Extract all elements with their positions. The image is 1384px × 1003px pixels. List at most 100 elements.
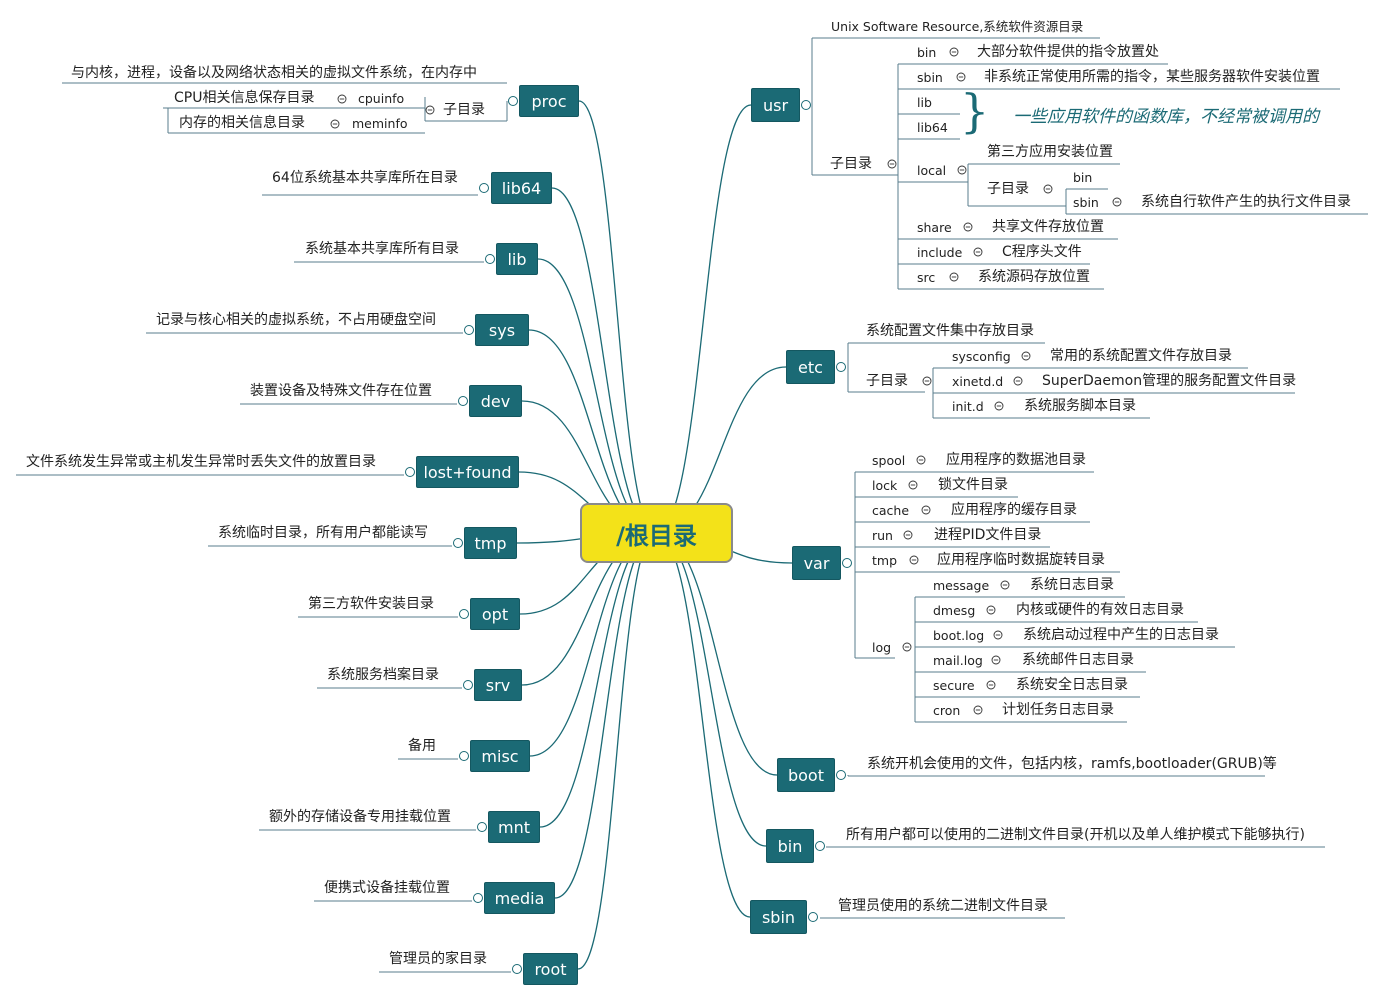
- node-var[interactable]: var: [792, 546, 841, 580]
- proc-meminfo-name: meminfo: [352, 116, 408, 131]
- log-cron-name: cron: [933, 703, 961, 718]
- log-message-desc: 系统日志目录: [1030, 577, 1114, 593]
- etc-sub-label: 子目录: [866, 373, 908, 389]
- node-lib64[interactable]: lib64: [491, 172, 552, 204]
- misc-desc: 备用: [408, 738, 436, 754]
- node-sbin[interactable]: sbin: [750, 900, 807, 934]
- var-spool-name: spool: [872, 453, 906, 468]
- log-maillog-name: mail.log: [933, 653, 983, 668]
- log-dmesg-desc: 内核或硬件的有效日志目录: [1016, 602, 1184, 618]
- bin-desc: 所有用户都可以使用的二进制文件目录(开机以及单人维护模式下能够执行): [846, 827, 1305, 843]
- usr-sbin-desc: 非系统正常使用所需的指令，某些服务器软件安装位置: [984, 69, 1320, 85]
- connector-9: [529, 532, 657, 757]
- usr-bin-name: bin: [917, 45, 937, 60]
- node-root-dir[interactable]: root: [523, 953, 578, 985]
- node-misc[interactable]: misc: [470, 740, 530, 772]
- proc-cpuinfo-desc: CPU相关信息保存目录: [174, 90, 315, 106]
- lib64-desc: 64位系统基本共享库所在目录: [272, 170, 458, 186]
- usr-sub-label: 子目录: [830, 156, 872, 172]
- collapse-toggle-icon: [473, 893, 483, 903]
- node-proc[interactable]: proc: [519, 85, 579, 117]
- collapse-toggle-icon: [815, 841, 825, 851]
- dev-desc: 装置设备及特殊文件存在位置: [250, 383, 432, 399]
- log-cron-desc: 计划任务日志目录: [1002, 702, 1114, 718]
- lib-desc: 系统基本共享库所有目录: [305, 241, 459, 257]
- tmp-desc: 系统临时目录，所有用户都能读写: [218, 525, 428, 541]
- collapse-toggle-icon: [459, 751, 469, 761]
- collapse-toggle-icon: [801, 100, 811, 110]
- var-log-name: log: [872, 640, 892, 655]
- log-secure-name: secure: [933, 678, 975, 693]
- collapse-toggle-icon: [808, 912, 818, 922]
- node-media[interactable]: media: [484, 882, 555, 914]
- var-run-name: run: [872, 528, 893, 543]
- usr-desc: Unix Software Resource,系统软件资源目录: [831, 19, 1084, 34]
- log-secure-desc: 系统安全日志目录: [1016, 677, 1128, 693]
- collapse-toggle-icon: [512, 964, 522, 974]
- collapse-toggle-icon: [463, 680, 473, 690]
- node-lost-found[interactable]: lost+found: [416, 456, 519, 488]
- etc-initd-name: init.d: [952, 399, 984, 414]
- proc-desc: 与内核，进程，设备以及网络状态相关的虚拟文件系统，在内存中: [71, 65, 477, 81]
- usr-local-desc: 第三方应用安装位置: [987, 144, 1113, 160]
- node-tmp[interactable]: tmp: [464, 527, 517, 559]
- usr-include-desc: C程序头文件: [1002, 244, 1082, 260]
- lost-found-desc: 文件系统发生异常或主机发生异常时丢失文件的放置目录: [26, 454, 376, 470]
- etc-desc: 系统配置文件集中存放目录: [866, 323, 1034, 339]
- sbin-desc: 管理员使用的系统二进制文件目录: [838, 898, 1048, 914]
- opt-desc: 第三方软件安装目录: [308, 596, 434, 612]
- usr-src-desc: 系统源码存放位置: [978, 269, 1090, 285]
- node-dev[interactable]: dev: [469, 385, 522, 417]
- usr-bin-desc: 大部分软件提供的指令放置处: [977, 44, 1159, 60]
- collapse-toggle-icon: [485, 254, 495, 264]
- node-bin[interactable]: bin: [766, 829, 814, 863]
- usr-local-sub-label: 子目录: [987, 181, 1029, 197]
- log-message-name: message: [933, 578, 990, 593]
- var-lock-name: lock: [872, 478, 898, 493]
- proc-sub-label: 子目录: [443, 102, 485, 118]
- media-desc: 便携式设备挂载位置: [324, 880, 450, 896]
- log-dmesg-name: dmesg: [933, 603, 976, 618]
- node-srv[interactable]: srv: [474, 669, 522, 701]
- connector-16: [655, 532, 778, 776]
- node-sys[interactable]: sys: [475, 314, 529, 346]
- etc-sysconfig-desc: 常用的系统配置文件存放目录: [1050, 348, 1232, 364]
- collapse-toggle-icon: [458, 396, 468, 406]
- mnt-desc: 额外的存储设备专用挂载位置: [269, 809, 451, 825]
- collapse-toggle-icon: [477, 822, 487, 832]
- proc-meminfo-desc: 内存的相关信息目录: [179, 115, 305, 131]
- etc-xinetd-desc: SuperDaemon管理的服务配置文件目录: [1042, 373, 1297, 389]
- node-mnt[interactable]: mnt: [488, 811, 540, 843]
- connector-1: [551, 187, 657, 534]
- log-maillog-desc: 系统邮件日志目录: [1022, 652, 1134, 668]
- proc-cpuinfo-name: cpuinfo: [358, 91, 405, 106]
- usr-include-name: include: [917, 245, 963, 260]
- etc-initd-desc: 系统服务脚本目录: [1024, 398, 1136, 414]
- var-cache-desc: 应用程序的缓存目录: [951, 502, 1077, 518]
- collapse-toggle-icon: [459, 609, 469, 619]
- root-node[interactable]: /根目录: [580, 503, 733, 563]
- collapse-toggle-icon: [453, 538, 463, 548]
- collapse-toggle-icon: [836, 362, 846, 372]
- node-opt[interactable]: opt: [470, 598, 520, 630]
- collapse-toggle-icon: [508, 96, 518, 106]
- var-tmp-desc: 应用程序临时数据旋转目录: [937, 552, 1105, 568]
- var-cache-name: cache: [872, 503, 910, 518]
- node-etc[interactable]: etc: [786, 350, 835, 384]
- usr-share-desc: 共享文件存放位置: [992, 219, 1104, 235]
- usr-sbin-name: sbin: [917, 70, 943, 85]
- usr-local-bin: bin: [1073, 170, 1093, 185]
- node-boot[interactable]: boot: [777, 758, 835, 792]
- root-dir-desc: 管理员的家目录: [389, 951, 487, 967]
- usr-lib-note: 一些应用软件的函数库，不经常被调用的: [1013, 107, 1319, 127]
- usr-local-name: local: [917, 163, 947, 178]
- usr-src-name: src: [917, 270, 936, 285]
- connector-13: [655, 104, 752, 534]
- node-lib[interactable]: lib: [496, 243, 538, 275]
- log-bootlog-name: boot.log: [933, 628, 985, 643]
- node-usr[interactable]: usr: [751, 88, 800, 122]
- var-lock-desc: 锁文件目录: [938, 477, 1008, 493]
- connector-10: [539, 532, 657, 828]
